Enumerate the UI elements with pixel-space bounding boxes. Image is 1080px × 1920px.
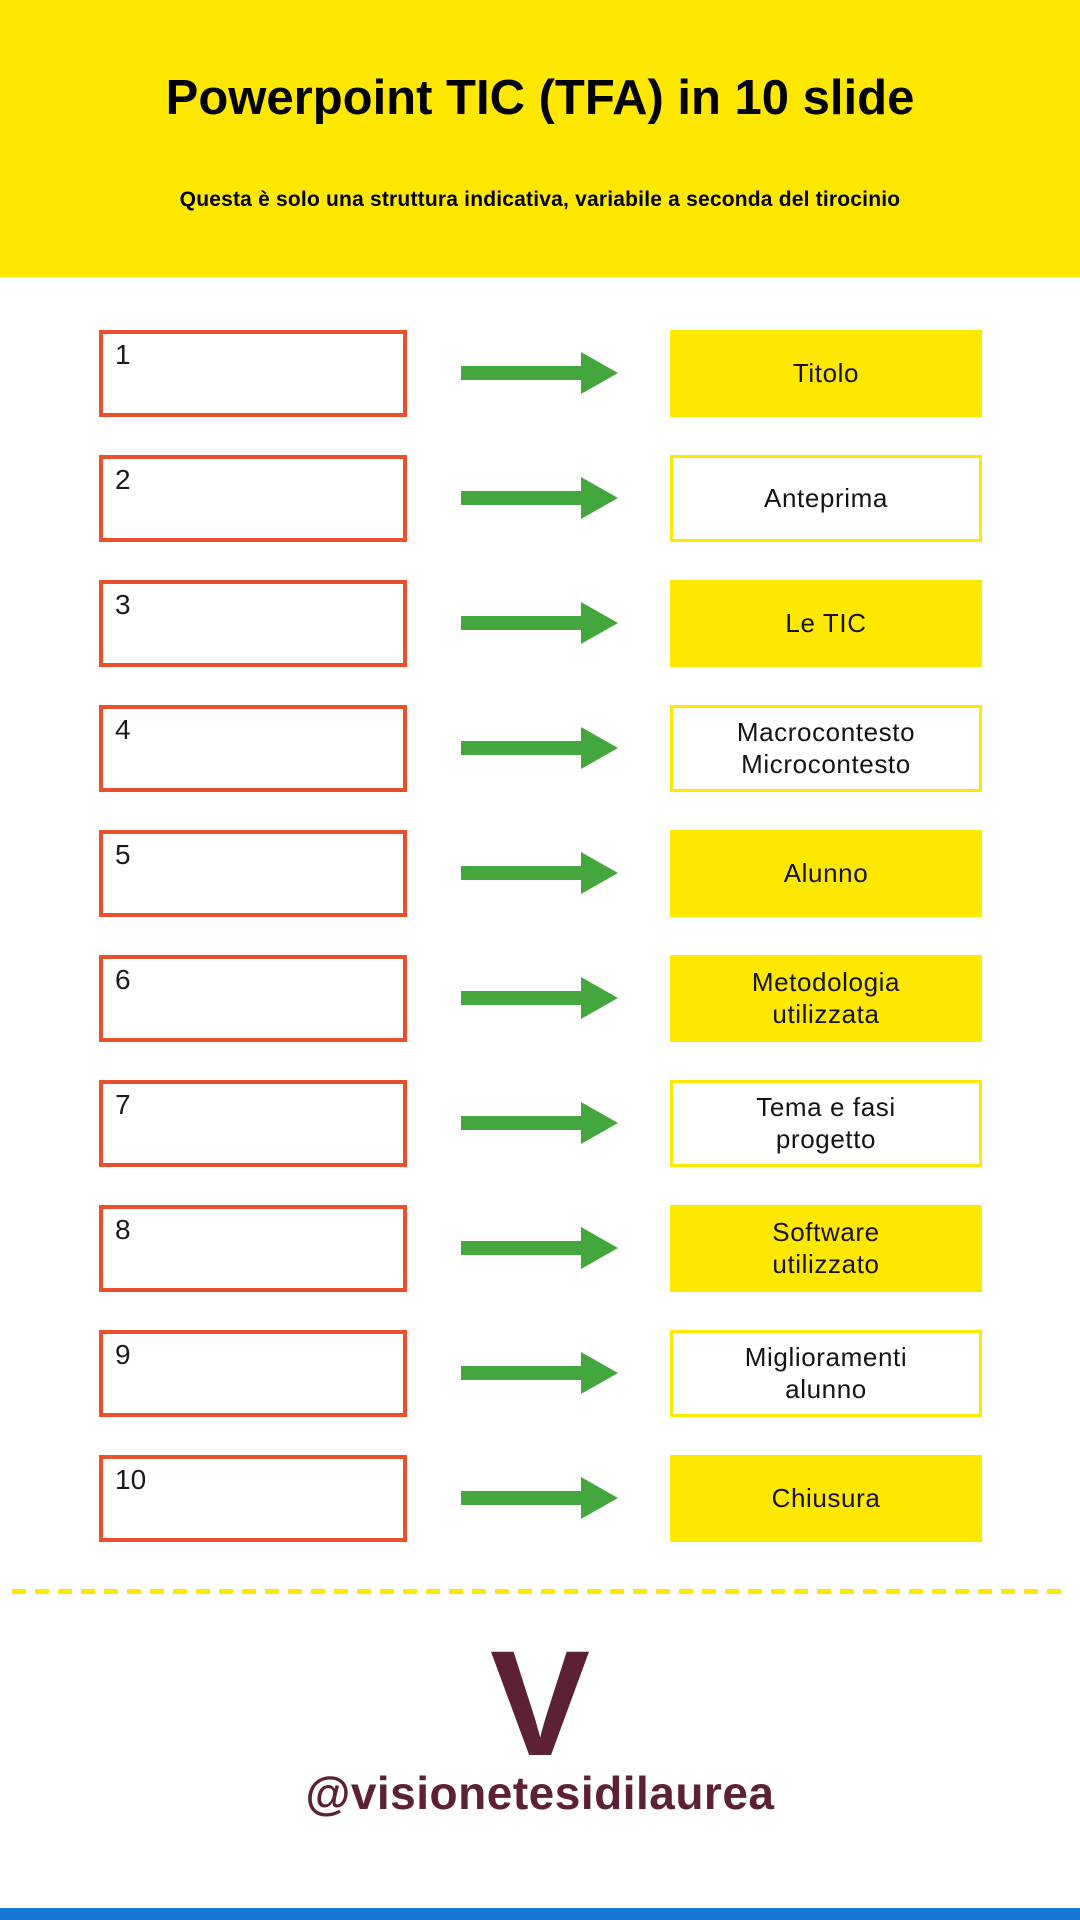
- slide-row: 6 Metodologia utilizzata: [0, 955, 1080, 1042]
- footer-brand: V @visionetesidilaurea: [0, 1628, 1080, 1820]
- slide-row: 5 Alunno: [0, 830, 1080, 917]
- slide-number-box: 6: [99, 955, 407, 1042]
- page-subtitle: Questa è solo una struttura indicativa, …: [179, 188, 901, 211]
- slide-label-box: Le TIC: [670, 580, 982, 667]
- slide-number: 3: [115, 589, 131, 620]
- slide-number: 5: [115, 839, 131, 870]
- slide-number-box: 3: [99, 580, 407, 667]
- dashed-divider: [12, 1589, 1068, 1594]
- slide-row: 1 Titolo: [0, 330, 1080, 417]
- right-arrow-icon: [461, 1477, 618, 1519]
- slide-row: 8 Software utilizzato: [0, 1205, 1080, 1292]
- slide-number-box: 9: [99, 1330, 407, 1417]
- slide-number: 9: [115, 1339, 131, 1370]
- slide-label-box: Tema e fasi progetto: [670, 1080, 982, 1167]
- slide-number: 1: [115, 339, 131, 370]
- slide-number-box: 5: [99, 830, 407, 917]
- bottom-bar: [0, 1908, 1080, 1920]
- slide-label-box: Macrocontesto Microcontesto: [670, 705, 982, 792]
- right-arrow-icon: [461, 852, 618, 894]
- slide-number-box: 8: [99, 1205, 407, 1292]
- right-arrow-icon: [461, 727, 618, 769]
- slide-row: 4 Macrocontesto Microcontesto: [0, 705, 1080, 792]
- slide-number: 7: [115, 1089, 131, 1120]
- instagram-handle: @visionetesidilaurea: [305, 1767, 775, 1819]
- slide-number-box: 10: [99, 1455, 407, 1542]
- slide-row: 2 Anteprima: [0, 455, 1080, 542]
- page-title: Powerpoint TIC (TFA) in 10 slide: [165, 71, 915, 125]
- slide-label: Software utilizzato: [772, 1216, 880, 1279]
- slide-label: Le TIC: [785, 607, 867, 638]
- slide-label-box: Titolo: [670, 330, 982, 417]
- slide-label: Macrocontesto Microcontesto: [736, 716, 916, 779]
- slide-label-box: Alunno: [670, 830, 982, 917]
- slide-row: 7 Tema e fasi progetto: [0, 1080, 1080, 1167]
- slide-label-box: Software utilizzato: [670, 1205, 982, 1292]
- slide-number-box: 4: [99, 705, 407, 792]
- slide-label: Anteprima: [764, 482, 888, 513]
- slide-label: Alunno: [783, 857, 869, 888]
- slide-label: Miglioramenti alunno: [744, 1341, 908, 1404]
- slide-label: Metodologia utilizzata: [751, 966, 901, 1029]
- slide-label-box: Miglioramenti alunno: [670, 1330, 982, 1417]
- right-arrow-icon: [461, 977, 618, 1019]
- slide-row: 9 Miglioramenti alunno: [0, 1330, 1080, 1417]
- slide-row: 10 Chiusura: [0, 1455, 1080, 1542]
- slide-label-box: Metodologia utilizzata: [670, 955, 982, 1042]
- slide-row: 3 Le TIC: [0, 580, 1080, 667]
- slide-number: 8: [115, 1214, 131, 1245]
- slide-number: 6: [115, 964, 131, 995]
- slide-number-box: 1: [99, 330, 407, 417]
- right-arrow-icon: [461, 1227, 618, 1269]
- slide-rows: 1 Titolo 2 Anteprima 3: [0, 330, 1080, 1580]
- header-banner: Powerpoint TIC (TFA) in 10 slide Questa …: [0, 0, 1080, 277]
- slide-number: 10: [115, 1464, 147, 1495]
- slide-label-box: Chiusura: [670, 1455, 982, 1542]
- slide-number: 2: [115, 464, 131, 495]
- right-arrow-icon: [461, 352, 618, 394]
- slide-number: 4: [115, 714, 131, 745]
- right-arrow-icon: [461, 477, 618, 519]
- slide-label: Chiusura: [771, 1482, 881, 1513]
- slide-label: Tema e fasi progetto: [756, 1091, 896, 1154]
- slide-label-box: Anteprima: [670, 455, 982, 542]
- brand-logo: V: [489, 1619, 591, 1787]
- right-arrow-icon: [461, 1102, 618, 1144]
- right-arrow-icon: [461, 602, 618, 644]
- right-arrow-icon: [461, 1352, 618, 1394]
- slide-number-box: 2: [99, 455, 407, 542]
- slide-label: Titolo: [792, 357, 860, 388]
- slide-number-box: 7: [99, 1080, 407, 1167]
